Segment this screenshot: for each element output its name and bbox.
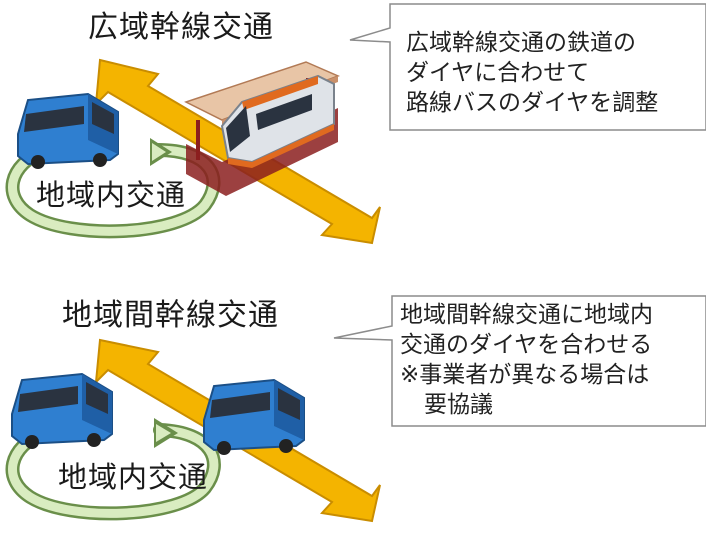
panel1-loop-label: 地域内交通 — [36, 178, 187, 212]
bus-icon — [11, 372, 113, 449]
callout-line: 要協議 — [424, 392, 493, 418]
callout-line: 地域間幹線交通に地域内 — [400, 302, 653, 328]
bus-icon — [203, 378, 305, 455]
callout-box-2 — [333, 295, 706, 427]
callout-box-1 — [349, 3, 706, 131]
panel2-loop-label: 地域内交通 — [58, 460, 209, 494]
panel1-title: 広域幹線交通 — [88, 10, 274, 45]
callout-line: 広域幹線交通の鉄道の — [406, 30, 636, 56]
callout-line: ダイヤに合わせて — [406, 60, 590, 86]
callout-line: 路線バスのダイヤを調整 — [406, 90, 659, 116]
panel2-callout-text: 地域間幹線交通に地域内 交通のダイヤを合わせる ※事業者が異なる場合は 要協議 — [400, 300, 653, 420]
panel2-title: 地域間幹線交通 — [62, 298, 279, 333]
panel1-callout-text: 広域幹線交通の鉄道の ダイヤに合わせて 路線バスのダイヤを調整 — [406, 28, 658, 118]
train-icon — [220, 74, 335, 168]
local-loop-2 — [5, 418, 221, 521]
callout-line: 交通のダイヤを合わせる — [400, 332, 653, 358]
callout-line: ※事業者が異なる場合は — [400, 362, 650, 388]
bus-icon — [17, 92, 119, 169]
